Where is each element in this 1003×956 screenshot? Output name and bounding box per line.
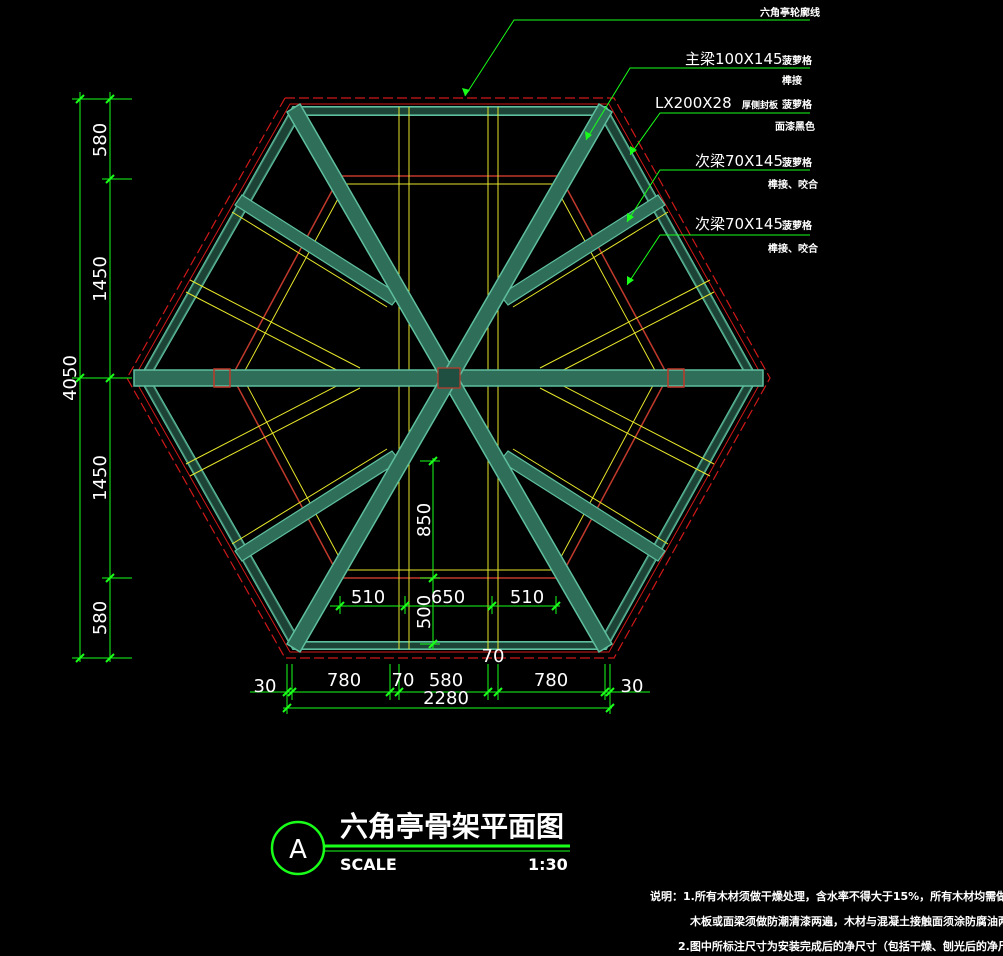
callout-sec-beam-1: 次梁70X145 xyxy=(695,152,783,170)
callout-main-beam-finish: 菠萝格 xyxy=(782,54,813,67)
callout-board: LX200X28 xyxy=(655,94,732,112)
dim-inner-v2: 500 xyxy=(414,595,435,629)
dim-inner-h2: 650 xyxy=(431,587,465,608)
secondary-beams xyxy=(234,194,666,562)
callout-sec-beam-2: 次梁70X145 xyxy=(695,215,783,233)
note-line-3: 2.图中所标注尺寸为安装完成后的净尺寸（包括干燥、刨光后的净尺寸），施工前 xyxy=(678,939,1003,953)
callout-board-note: 面漆黑色 xyxy=(775,120,815,133)
scale-value: 1:30 xyxy=(528,855,568,874)
left-dimension-ticks xyxy=(75,94,115,663)
callout-board-finish: 菠萝格 xyxy=(782,98,813,111)
dim-left-seg-3: 1450 xyxy=(90,455,111,501)
eave-outline xyxy=(126,97,771,659)
dim-left-seg-4: 580 xyxy=(90,601,111,635)
dim-left-seg-1: 580 xyxy=(90,123,111,157)
dim-bottom-780-right: 780 xyxy=(534,670,568,691)
dim-bottom-70: 70 xyxy=(392,670,415,691)
bottom-dimension-ticks xyxy=(282,687,615,713)
callout-board-desc: 厚侧封板 xyxy=(742,99,779,111)
dim-left-total: 4050 xyxy=(60,355,81,401)
callout-sec-beam-2-finish: 菠萝格 xyxy=(782,219,813,232)
dim-bottom-30-left: 30 xyxy=(254,676,277,697)
callout-main-beam: 主梁100X145 xyxy=(685,50,783,68)
dim-inner-v1: 850 xyxy=(414,503,435,537)
note-line-2: 木板或面梁须做防潮清漆两遍，木材与混凝土接触面须涂防腐油两遍，榫接处采用高性能胶… xyxy=(689,914,1003,928)
note-line-1: 说明：1.所有木材须做干燥处理，含水率不得大于15%，所有木材均需做蒸煮防腐、防… xyxy=(650,889,1003,903)
scale-label: SCALE xyxy=(340,855,397,874)
callout-sec-beam-1-finish: 菠萝格 xyxy=(782,156,813,169)
dim-inner-h3: 510 xyxy=(510,587,544,608)
callout-leaders xyxy=(464,19,810,286)
callout-eave: 六角亭轮廓线 xyxy=(760,6,820,19)
title-marker-circle xyxy=(270,820,326,876)
dim-bottom-top-70: 70 xyxy=(482,646,505,667)
dim-bottom-580: 580 xyxy=(429,670,463,691)
inner-dimension-lines xyxy=(330,458,560,650)
bottom-dimension-lines xyxy=(250,664,650,714)
callout-main-beam-joint: 榫接 xyxy=(781,74,802,87)
drawing-title: 六角亭骨架平面图 xyxy=(340,810,564,843)
center-post xyxy=(437,367,461,389)
callout-sec-beam-2-joint: 榫接、咬合 xyxy=(767,242,819,255)
dim-bottom-total: 2280 xyxy=(423,688,469,709)
inner-dimension-ticks xyxy=(335,456,561,649)
dim-inner-h1: 510 xyxy=(351,587,385,608)
callout-sec-beam-1-joint: 榫接、咬合 xyxy=(767,178,819,191)
title-marker: A xyxy=(289,835,307,865)
dim-bottom-780-left: 780 xyxy=(327,670,361,691)
dim-bottom-30-right: 30 xyxy=(621,676,644,697)
callout-arrowheads xyxy=(462,88,637,285)
joint-left xyxy=(213,368,231,388)
dim-left-seg-2: 1450 xyxy=(90,256,111,302)
joint-right xyxy=(667,368,685,388)
